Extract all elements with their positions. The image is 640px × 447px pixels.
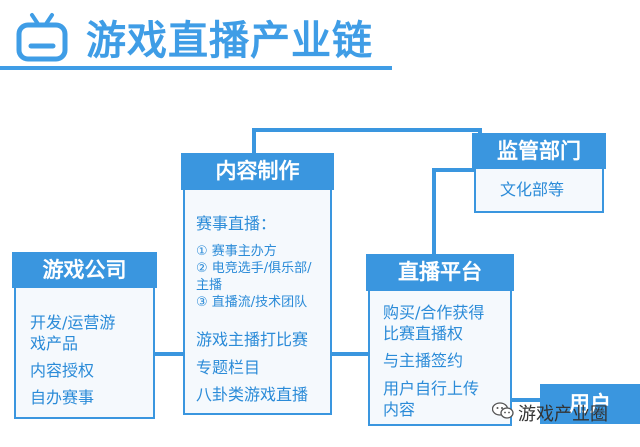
- regulator-title: 监管部门: [472, 133, 606, 169]
- title-divider: [0, 66, 392, 70]
- connector-regulator-vertical: [432, 168, 436, 258]
- regulator-box: [474, 166, 604, 213]
- content-production-sub-item: ② 电竞选手/俱乐部/: [196, 261, 312, 276]
- tv-icon: [16, 13, 68, 62]
- live-platform-box: [368, 288, 512, 426]
- connector-platform-to-users: [512, 398, 540, 402]
- live-platform-item: 比赛直播权: [383, 324, 464, 343]
- content-production-item: 游戏主播打比赛: [196, 330, 309, 349]
- watermark-text: 游戏产业圈: [518, 404, 608, 425]
- live-platform-item: 内容: [383, 400, 416, 419]
- users-title: 用户: [540, 384, 640, 424]
- content-production-sub-item: 主播: [196, 278, 223, 293]
- game-company-box: [14, 284, 155, 419]
- regulator-item: 文化部等: [500, 180, 565, 199]
- content-production-sub-item: ③ 直播流/技术团队: [196, 295, 308, 310]
- page-title: 游戏直播产业链: [86, 18, 373, 64]
- live-platform-item: 与主播签约: [383, 351, 464, 370]
- watermark: 游戏产业圈: [491, 400, 608, 426]
- content-production-sub-item: ① 赛事主办方: [196, 244, 277, 259]
- wechat-icon: [491, 401, 514, 425]
- connector-top-left-vertical: [252, 128, 256, 154]
- game-company-item: 戏产品: [30, 334, 79, 353]
- live-platform-item: 购买/合作获得: [383, 303, 485, 322]
- live-platform-title: 直播平台: [366, 254, 514, 291]
- game-company-item: 开发/运营游: [30, 313, 116, 332]
- game-company-item: 内容授权: [30, 361, 95, 380]
- content-production-subtitle: 赛事直播：: [196, 214, 277, 233]
- connector-top-horizontal: [252, 128, 482, 132]
- game-company-title: 游戏公司: [12, 252, 157, 288]
- content-production-item: 专题栏目: [196, 358, 261, 377]
- content-production-item: 八卦类游戏直播: [196, 385, 309, 404]
- game-company-item: 自办赛事: [30, 388, 95, 407]
- content-production-title: 内容制作: [181, 153, 334, 190]
- live-platform-item: 用户自行上传: [383, 379, 480, 398]
- connector-company-to-content: [155, 352, 183, 356]
- connector-content-to-platform: [332, 352, 368, 356]
- connector-regulator-horizontal: [432, 168, 474, 172]
